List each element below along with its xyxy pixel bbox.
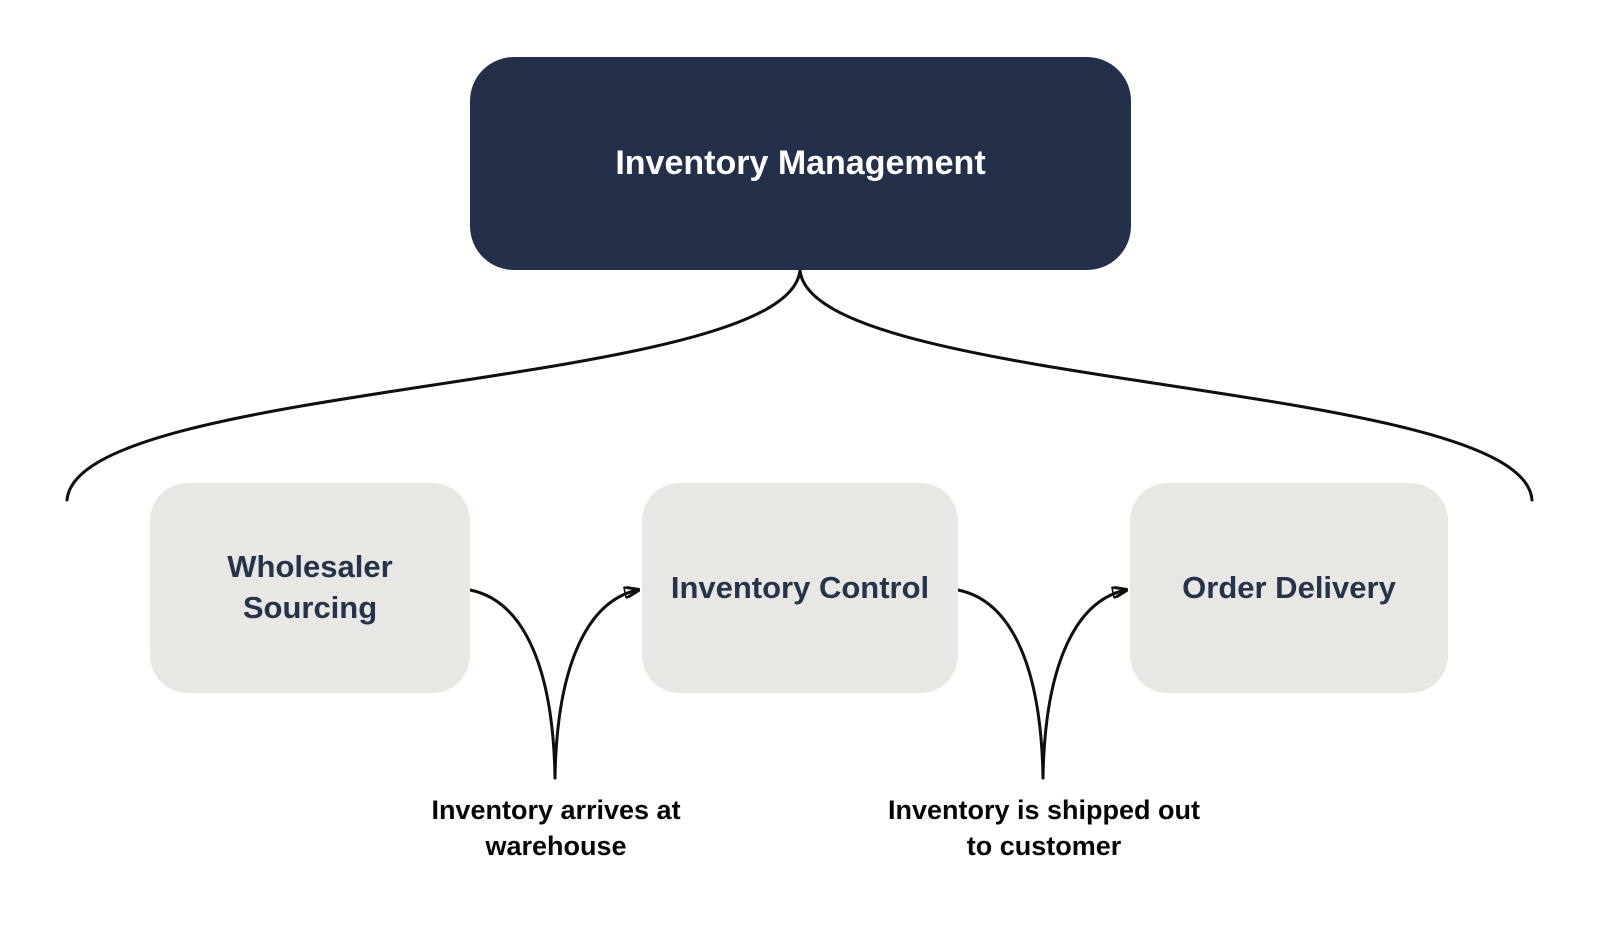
root-branch-right-line <box>798 268 1534 502</box>
edge-control-to-delivery-down-line <box>956 588 1045 780</box>
node-wholesaler-sourcing[interactable]: Wholesaler Sourcing <box>150 483 470 693</box>
edge-sourcing-to-control-arrow-line <box>553 590 638 780</box>
edge-control-to-delivery-arrow-line <box>1041 590 1126 780</box>
node-order-delivery[interactable]: Order Delivery <box>1130 483 1448 693</box>
root-branch-left-line <box>65 268 802 502</box>
edge-sourcing-to-control-down-line <box>468 588 557 780</box>
node-inventory-control-label: Inventory Control <box>670 569 930 605</box>
edge-label-inventory-shipped-line1: Inventory is shipped out <box>887 795 1201 825</box>
edge-label-inventory-arrives-line1: Inventory arrives at <box>431 795 681 825</box>
edge-label-inventory-shipped[interactable]: Inventory is shipped out to customer <box>858 792 1230 864</box>
edge-label-inventory-arrives-line2: warehouse <box>485 831 627 861</box>
node-inventory-management-label: Inventory Management <box>615 144 986 182</box>
node-inventory-control[interactable]: Inventory Control <box>642 483 958 693</box>
node-wholesaler-sourcing-label: Wholesaler Sourcing <box>227 549 393 625</box>
edge-label-inventory-arrives[interactable]: Inventory arrives at warehouse <box>370 792 742 864</box>
node-inventory-management[interactable]: Inventory Management <box>470 57 1131 270</box>
edge-label-inventory-shipped-line2: to customer <box>966 831 1122 861</box>
node-order-delivery-label: Order Delivery <box>1182 569 1396 605</box>
